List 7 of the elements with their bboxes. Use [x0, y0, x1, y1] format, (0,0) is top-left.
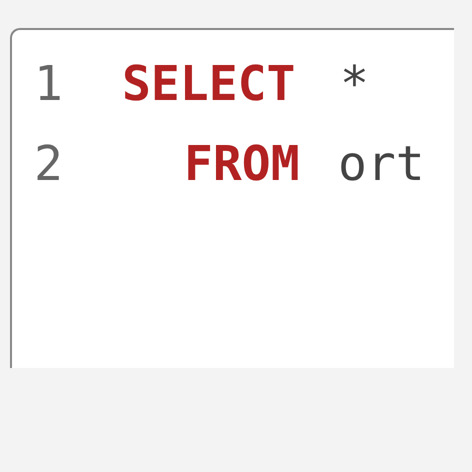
code-token: ort — [338, 136, 425, 192]
sql-keyword: FROM — [184, 136, 300, 192]
sql-keyword: SELECT — [122, 56, 296, 112]
code-panel — [10, 28, 454, 368]
line-number: 1 — [34, 56, 63, 112]
code-token: * — [340, 56, 369, 112]
line-number: 2 — [34, 136, 63, 192]
